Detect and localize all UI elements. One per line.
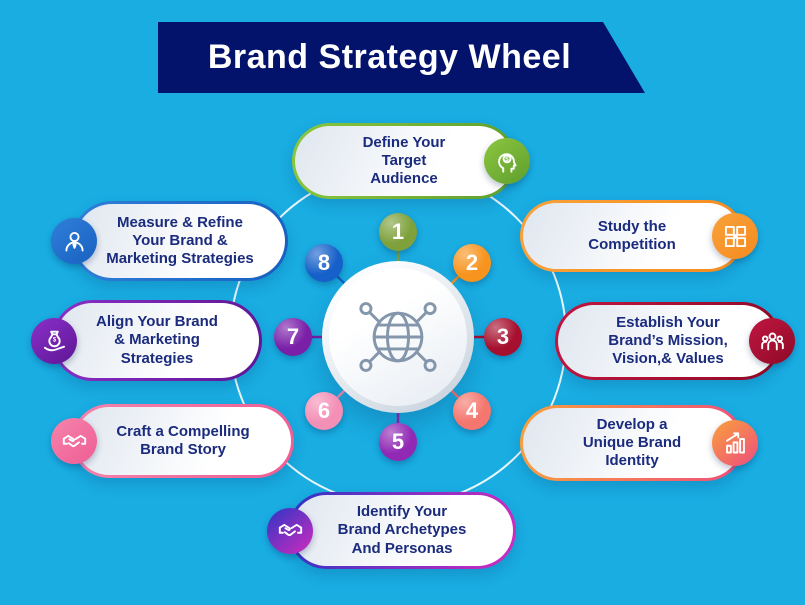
handshake-icon: [267, 507, 313, 554]
pill-label: Establish Your Brand’s Mission, Vision,&…: [608, 313, 728, 368]
competition-grid-icon: [712, 213, 758, 259]
number-badge-5: 5: [379, 423, 417, 461]
number-badge-7: 7: [274, 318, 312, 356]
pill-label: Study the Competition: [588, 217, 676, 253]
title-banner: Brand Strategy Wheel: [158, 22, 645, 93]
pill-mission-vision-values: Establish Your Brand’s Mission, Vision,&…: [555, 302, 795, 380]
handshake-icon: [51, 418, 97, 464]
number-badge-6: 6: [305, 392, 343, 430]
pill-label: Develop a Unique Brand Identity: [582, 415, 682, 470]
pill-align-strategies: Align Your Brand & Marketing Strategies …: [31, 300, 262, 381]
number-badge-1: 1: [379, 213, 417, 251]
globe-network-icon: [359, 302, 437, 372]
pill-study-competition: Study the Competition: [520, 200, 758, 272]
pill-brand-identity: Develop a Unique Brand Identity: [520, 405, 758, 481]
pill-brand-story: Craft a Compelling Brand Story: [51, 404, 294, 478]
pill-measure-refine: Measure & Refine Your Brand & Marketing …: [51, 201, 288, 281]
pill-label: Identify Your Brand Archetypes And Perso…: [337, 503, 467, 557]
pill-label: Align Your Brand & Marketing Strategies: [96, 313, 218, 367]
page-title: Brand Strategy Wheel: [207, 38, 572, 76]
number-badge-8: 8: [305, 244, 343, 282]
people-group-icon: [749, 318, 795, 364]
number-badge-2: 2: [453, 244, 491, 282]
number-badge-4: 4: [453, 392, 491, 430]
pill-label: Define Your Target Audience: [362, 133, 446, 188]
pill-label: Measure & Refine Your Brand & Marketing …: [106, 213, 254, 268]
hub-circle: [322, 261, 474, 413]
head-dollar-icon: $: [484, 138, 530, 184]
money-bag-hand-icon: $: [31, 317, 77, 364]
svg-text:$: $: [52, 337, 56, 343]
growth-chart-icon: [712, 420, 758, 466]
person-icon: [51, 218, 97, 264]
pill-archetypes-personas: Identify Your Brand Archetypes And Perso…: [267, 492, 516, 569]
pill-target-audience: Define Your Target Audience $: [292, 123, 530, 199]
svg-text:$: $: [505, 156, 509, 163]
number-badge-3: 3: [484, 318, 522, 356]
pill-label: Craft a Compelling Brand Story: [116, 422, 250, 458]
